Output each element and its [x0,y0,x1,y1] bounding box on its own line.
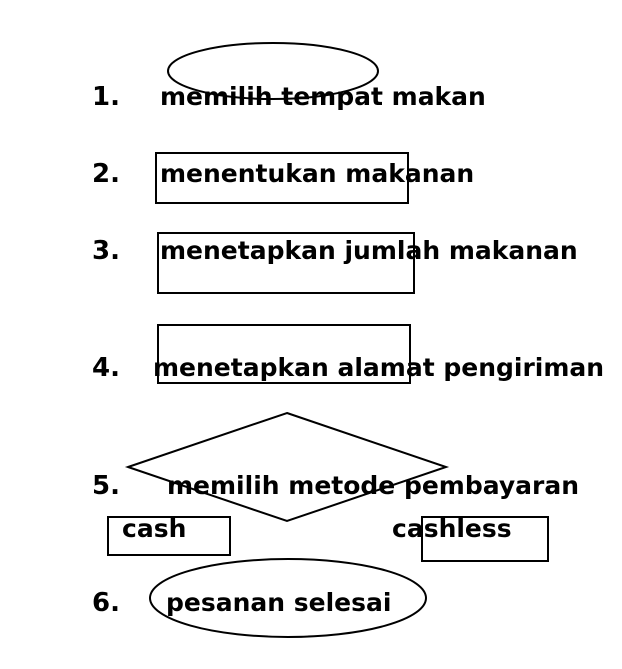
step-text-4: menetapkan alamat pengiriman [153,353,605,382]
step-text-5: memilih metode pembayaran [167,471,580,500]
start-ellipse [167,42,379,100]
decision-diamond [124,411,450,523]
step-number-2: 2. [92,159,120,189]
payment-option-cashless: cashless [392,514,512,543]
step-number-5: 5. [92,471,120,501]
step-number-3: 3. [92,236,120,266]
step-3-box [157,232,415,294]
step-number-6: 6. [92,588,120,618]
step-number-1: 1. [92,82,120,112]
cash-box [107,516,231,556]
end-ellipse [149,558,427,638]
step-text-6: pesanan selesai [166,588,392,617]
step-2-box [155,152,409,204]
step-text-1: memilih tempat makan [160,82,486,111]
step-number-4: 4. [92,353,120,383]
cashless-box [421,516,549,562]
step-text-2: menentukan makanan [160,159,475,188]
payment-option-cash: cash [122,514,187,543]
step-text-3: menetapkan jumlah makanan [160,236,578,265]
step-4-box [157,324,411,384]
